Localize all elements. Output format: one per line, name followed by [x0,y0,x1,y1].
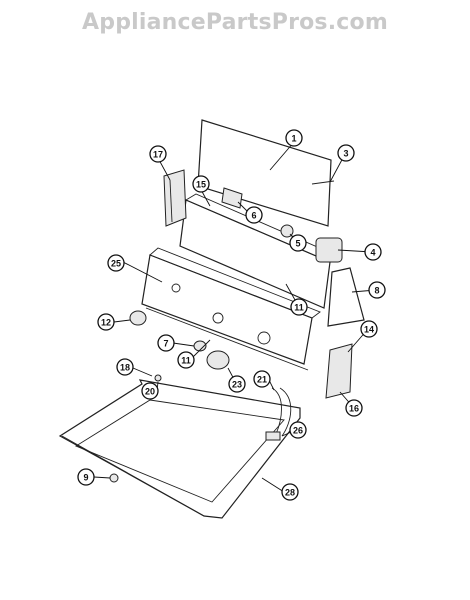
cabinet-front-edge [61,435,205,517]
callout-16: 16 [345,399,363,417]
callout-1: 1 [285,129,303,147]
callout-6: 6 [245,206,263,224]
callout-26: 26 [289,421,307,439]
callout-25: 25 [107,254,125,272]
part-switch-6 [221,187,243,209]
callout-11a: 11 [290,298,308,316]
svg-text:4: 4 [370,248,375,258]
callout-15: 15 [192,175,210,193]
callout-9: 9 [77,468,95,486]
svg-text:15: 15 [196,180,206,190]
callout-21: 21 [253,370,271,388]
svg-text:5: 5 [295,239,300,249]
part-front-console-top [149,247,321,319]
callout-28: 28 [281,483,299,501]
part-screw-20 [154,374,162,382]
callout-14: 14 [360,320,378,338]
svg-text:7: 7 [163,339,168,349]
console-lower-edge [145,307,309,371]
svg-text:11: 11 [294,303,304,313]
svg-text:8: 8 [374,286,379,296]
console-hole [212,312,224,324]
svg-text:14: 14 [364,325,374,335]
callout-5: 5 [289,234,307,252]
site-watermark: AppliancePartsPros.com [82,10,388,35]
svg-text:6: 6 [251,211,256,221]
svg-text:23: 23 [232,380,242,390]
callout-23: 23 [228,375,246,393]
svg-text:18: 18 [120,363,130,373]
part-switch-bracket [325,343,353,399]
svg-text:20: 20 [145,387,155,397]
console-hole [171,283,181,293]
part-rear-panel [197,119,332,227]
svg-text:16: 16 [349,404,359,414]
console-hole [257,331,271,345]
callout-8: 8 [368,281,386,299]
svg-text:28: 28 [285,488,295,498]
callout-4: 4 [364,243,382,261]
part-screw-9 [109,473,119,483]
svg-text:25: 25 [111,259,121,269]
callout-17: 17 [149,145,167,163]
callout-7: 7 [157,334,175,352]
callout-18: 18 [116,358,134,376]
svg-text:26: 26 [293,426,303,436]
callout-20: 20 [141,382,159,400]
part-cabinet-top-28 [58,379,301,519]
part-knob-12 [129,310,147,326]
svg-text:17: 17 [153,150,163,160]
callout-12: 12 [97,313,115,331]
svg-text:1: 1 [291,134,296,144]
bracket-slot [169,179,173,223]
svg-text:21: 21 [257,375,267,385]
callout-3: 3 [337,144,355,162]
part-clip-26 [265,431,281,441]
part-bracket-17 [163,169,187,227]
part-knob-23 [206,350,230,370]
callout-11b: 11 [177,351,195,369]
svg-text:9: 9 [83,473,88,483]
part-wire-harness-21 [271,387,292,437]
part-cabinet-opening [75,399,285,503]
part-endcap-8 [327,267,365,327]
svg-text:3: 3 [343,149,348,159]
svg-text:12: 12 [101,318,111,328]
svg-text:11: 11 [181,356,191,366]
